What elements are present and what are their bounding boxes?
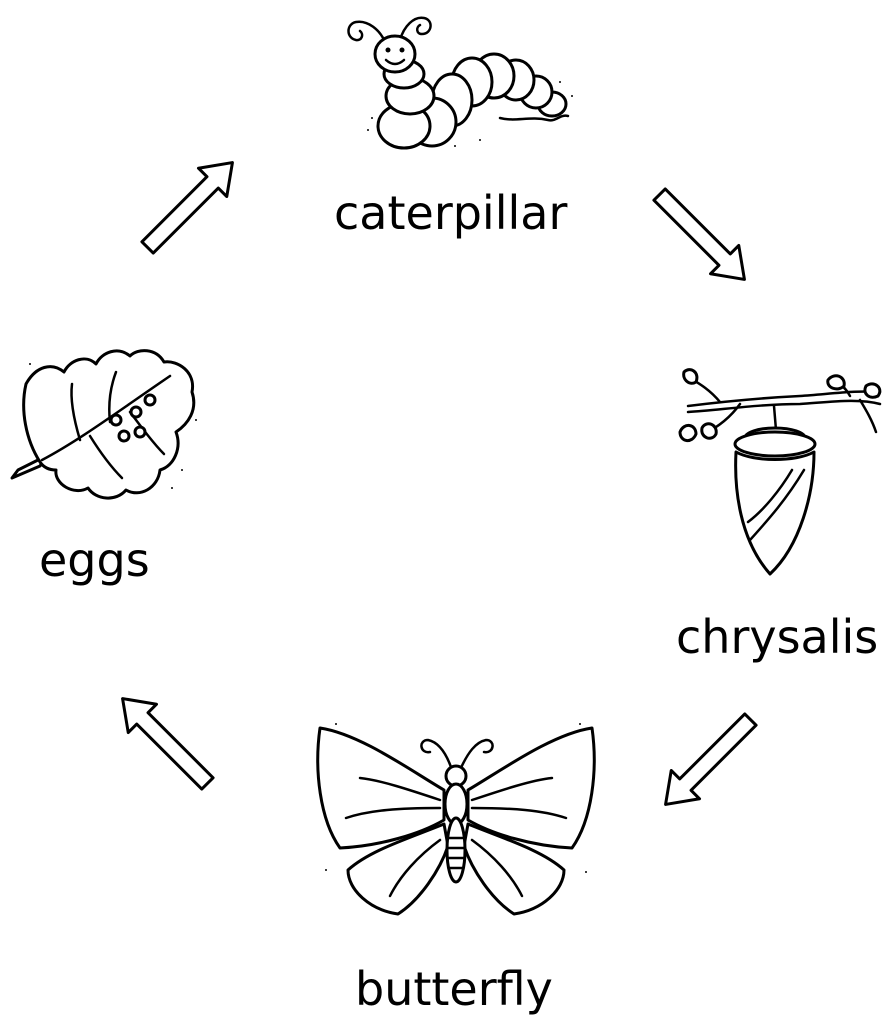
eggs-label: eggs (39, 537, 150, 583)
arrow-caterpillar-to-chrysalis (645, 180, 758, 293)
chrysalis-label: chrysalis (676, 614, 878, 660)
leaf-with-eggs-icon (12, 351, 197, 498)
chrysalis-icon (680, 370, 880, 574)
caterpillar-icon (349, 18, 574, 148)
butterfly-icon (318, 723, 594, 914)
caterpillar-label: caterpillar (334, 190, 567, 236)
arrow-chrysalis-to-butterfly (651, 705, 764, 818)
arrow-butterfly-to-eggs (108, 684, 221, 797)
butterfly-label: butterfly (355, 966, 553, 1012)
arrow-eggs-to-caterpillar (133, 148, 246, 261)
